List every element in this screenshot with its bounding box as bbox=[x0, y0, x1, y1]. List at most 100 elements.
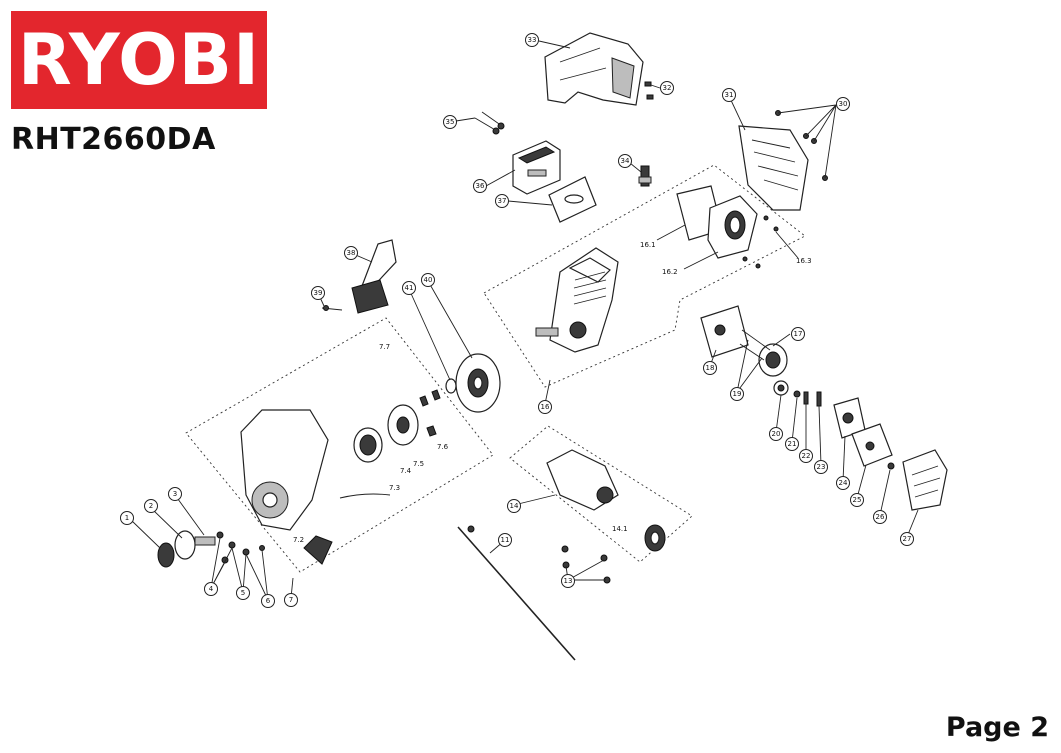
gearbox-screws-part bbox=[561, 545, 611, 584]
callout-16: 16 bbox=[538, 400, 552, 414]
callout-31: 31 bbox=[722, 88, 736, 102]
page-number: Page 2 bbox=[945, 712, 1049, 743]
spacer-parts bbox=[773, 380, 822, 407]
clutch-part bbox=[758, 343, 788, 377]
callout-13: 13 bbox=[561, 574, 575, 588]
logo-text: RYOBI bbox=[17, 19, 261, 101]
svg-text:41: 41 bbox=[405, 284, 414, 292]
svg-text:13: 13 bbox=[564, 577, 573, 585]
callout-37: 37 bbox=[495, 194, 509, 208]
svg-text:31: 31 bbox=[725, 91, 734, 99]
callout-11: 11 bbox=[498, 533, 512, 547]
spindle-assembly-parts bbox=[157, 530, 265, 568]
callout-38: 38 bbox=[344, 246, 358, 260]
svg-text:24: 24 bbox=[839, 479, 848, 487]
callout-40: 40 bbox=[421, 273, 435, 287]
svg-text:27: 27 bbox=[903, 535, 912, 543]
sublabel-7-4: 7.4 bbox=[400, 467, 412, 475]
callout-35: 35 bbox=[443, 115, 457, 129]
sublabel-16-3: 16.3 bbox=[796, 257, 812, 265]
svg-text:7: 7 bbox=[289, 596, 293, 604]
engine-group-outline bbox=[483, 164, 806, 388]
svg-text:17: 17 bbox=[794, 330, 803, 338]
svg-text:11: 11 bbox=[501, 536, 510, 544]
sublabel-7-7: 7.7 bbox=[379, 343, 390, 351]
starter-pawl-parts bbox=[419, 389, 441, 437]
svg-text:35: 35 bbox=[446, 118, 455, 126]
svg-text:38: 38 bbox=[347, 249, 356, 257]
muffler-screws-part bbox=[742, 215, 779, 269]
engine-mount-plate-part bbox=[700, 305, 749, 358]
engine-block-part bbox=[535, 247, 619, 353]
callout-2: 2 bbox=[144, 499, 158, 513]
callout-41: 41 bbox=[402, 281, 416, 295]
svg-text:2: 2 bbox=[149, 502, 153, 510]
svg-text:39: 39 bbox=[314, 289, 323, 297]
callout-3: 3 bbox=[168, 487, 182, 501]
callout-18: 18 bbox=[703, 361, 717, 375]
callout-21: 21 bbox=[785, 437, 799, 451]
callout-20: 20 bbox=[769, 427, 783, 441]
leader-lines bbox=[130, 40, 919, 601]
callout-36: 36 bbox=[473, 179, 487, 193]
flywheel-part bbox=[455, 353, 501, 413]
svg-text:21: 21 bbox=[788, 440, 797, 448]
svg-text:14: 14 bbox=[510, 502, 519, 510]
svg-text:40: 40 bbox=[424, 276, 433, 284]
muffler-shield-part bbox=[738, 125, 809, 211]
callout-39: 39 bbox=[311, 286, 325, 300]
svg-text:1: 1 bbox=[125, 514, 129, 522]
callout-4: 4 bbox=[204, 582, 218, 596]
svg-text:26: 26 bbox=[876, 513, 885, 521]
sublabel-14-1: 14.1 bbox=[612, 525, 628, 533]
top-cover-part bbox=[544, 32, 644, 106]
svg-text:6: 6 bbox=[266, 597, 271, 605]
filter-cover-part bbox=[902, 449, 948, 511]
starter-handle-part bbox=[303, 535, 333, 565]
gearbox-part bbox=[546, 449, 619, 511]
ignition-coil-part bbox=[351, 239, 397, 314]
callout-6: 6 bbox=[261, 594, 275, 608]
svg-text:20: 20 bbox=[772, 430, 781, 438]
svg-text:33: 33 bbox=[528, 36, 537, 44]
callout-34: 34 bbox=[618, 154, 632, 168]
callout-1: 1 bbox=[120, 511, 134, 525]
callout-30: 30 bbox=[836, 97, 850, 111]
drive-shaft-part bbox=[457, 525, 576, 661]
coil-screw-part bbox=[321, 305, 343, 311]
svg-text:4: 4 bbox=[209, 585, 214, 593]
starter-rope-part bbox=[339, 493, 391, 499]
filter-plate-part bbox=[548, 176, 597, 223]
air-filter-part bbox=[512, 140, 561, 195]
spark-plug-part bbox=[638, 165, 652, 187]
callout-7: 7 bbox=[284, 593, 298, 607]
sublabel-7-6: 7.6 bbox=[437, 443, 449, 451]
callout-23: 23 bbox=[814, 460, 828, 474]
adapter-screw-part bbox=[887, 462, 895, 470]
callout-24: 24 bbox=[836, 476, 850, 490]
screw-part bbox=[644, 81, 654, 100]
sublabel-7-3: 7.3 bbox=[389, 484, 400, 492]
model-number: RHT2660DA bbox=[11, 122, 216, 157]
recoil-spring-part bbox=[353, 427, 383, 463]
svg-text:30: 30 bbox=[839, 100, 848, 108]
callout-33: 33 bbox=[525, 33, 539, 47]
svg-text:36: 36 bbox=[476, 182, 485, 190]
callout-17: 17 bbox=[791, 327, 805, 341]
svg-text:22: 22 bbox=[802, 452, 811, 460]
svg-text:3: 3 bbox=[173, 490, 177, 498]
svg-text:34: 34 bbox=[621, 157, 630, 165]
flywheel-washer-part bbox=[445, 378, 457, 394]
callout-26: 26 bbox=[873, 510, 887, 524]
svg-text:18: 18 bbox=[706, 364, 715, 372]
sublabel-7-5: 7.5 bbox=[413, 460, 424, 468]
carburetor-adapter-part bbox=[851, 423, 893, 467]
callout-5: 5 bbox=[236, 586, 250, 600]
air-filter-bolts-part bbox=[474, 111, 505, 135]
svg-text:19: 19 bbox=[733, 390, 742, 398]
callout-25: 25 bbox=[850, 493, 864, 507]
starter-group-outline bbox=[185, 317, 494, 573]
svg-text:37: 37 bbox=[498, 197, 507, 205]
callout-27: 27 bbox=[900, 532, 914, 546]
